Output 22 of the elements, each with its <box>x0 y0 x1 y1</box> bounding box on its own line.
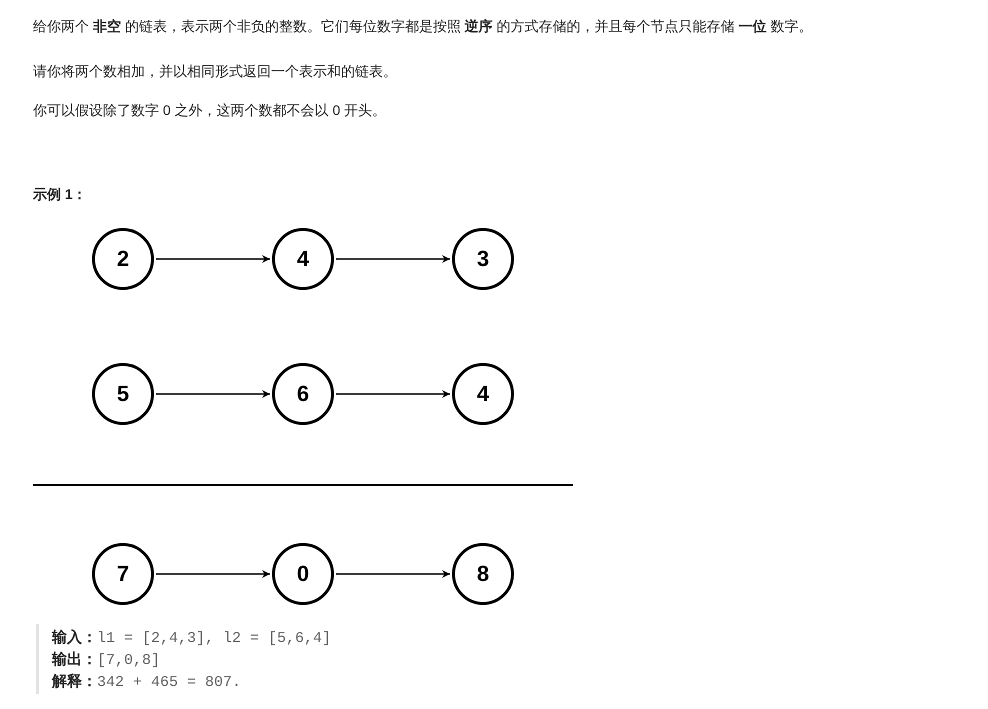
list-node-circle: 7 <box>92 543 154 605</box>
arrow <box>336 390 450 398</box>
example-heading: 示例 1： <box>33 186 87 204</box>
arrow <box>156 570 270 578</box>
arrow <box>336 570 450 578</box>
list-node-circle: 3 <box>452 228 514 290</box>
description-text: 给你两个 非空 的链表，表示两个非负的整数。它们每位数字都是按照 逆序 的方式存储的，并且每个节点只能存储 一位 数字。 <box>33 18 812 36</box>
list-node-circle: 2 <box>92 228 154 290</box>
list-node-circle: 6 <box>272 363 334 425</box>
example-explanation-text: 解释：342 + 465 = 807. <box>52 672 242 691</box>
list-node-circle: 5 <box>92 363 154 425</box>
arrow <box>336 255 450 263</box>
list-node-circle: 4 <box>452 363 514 425</box>
example-input-text: 输入：l1 = [2,4,3], l2 = [5,6,4] <box>52 628 332 647</box>
list-node-circle: 4 <box>272 228 334 290</box>
arrow <box>156 390 270 398</box>
description-text: 请你将两个数相加，并以相同形式返回一个表示和的链表。 <box>33 63 397 81</box>
example-output-text: 输出：[7,0,8] <box>52 650 160 669</box>
list-node-circle: 8 <box>452 543 514 605</box>
arrow <box>156 255 270 263</box>
list-node-circle: 0 <box>272 543 334 605</box>
description-text: 你可以假设除了数字 0 之外，这两个数都不会以 0 开头。 <box>33 102 386 120</box>
